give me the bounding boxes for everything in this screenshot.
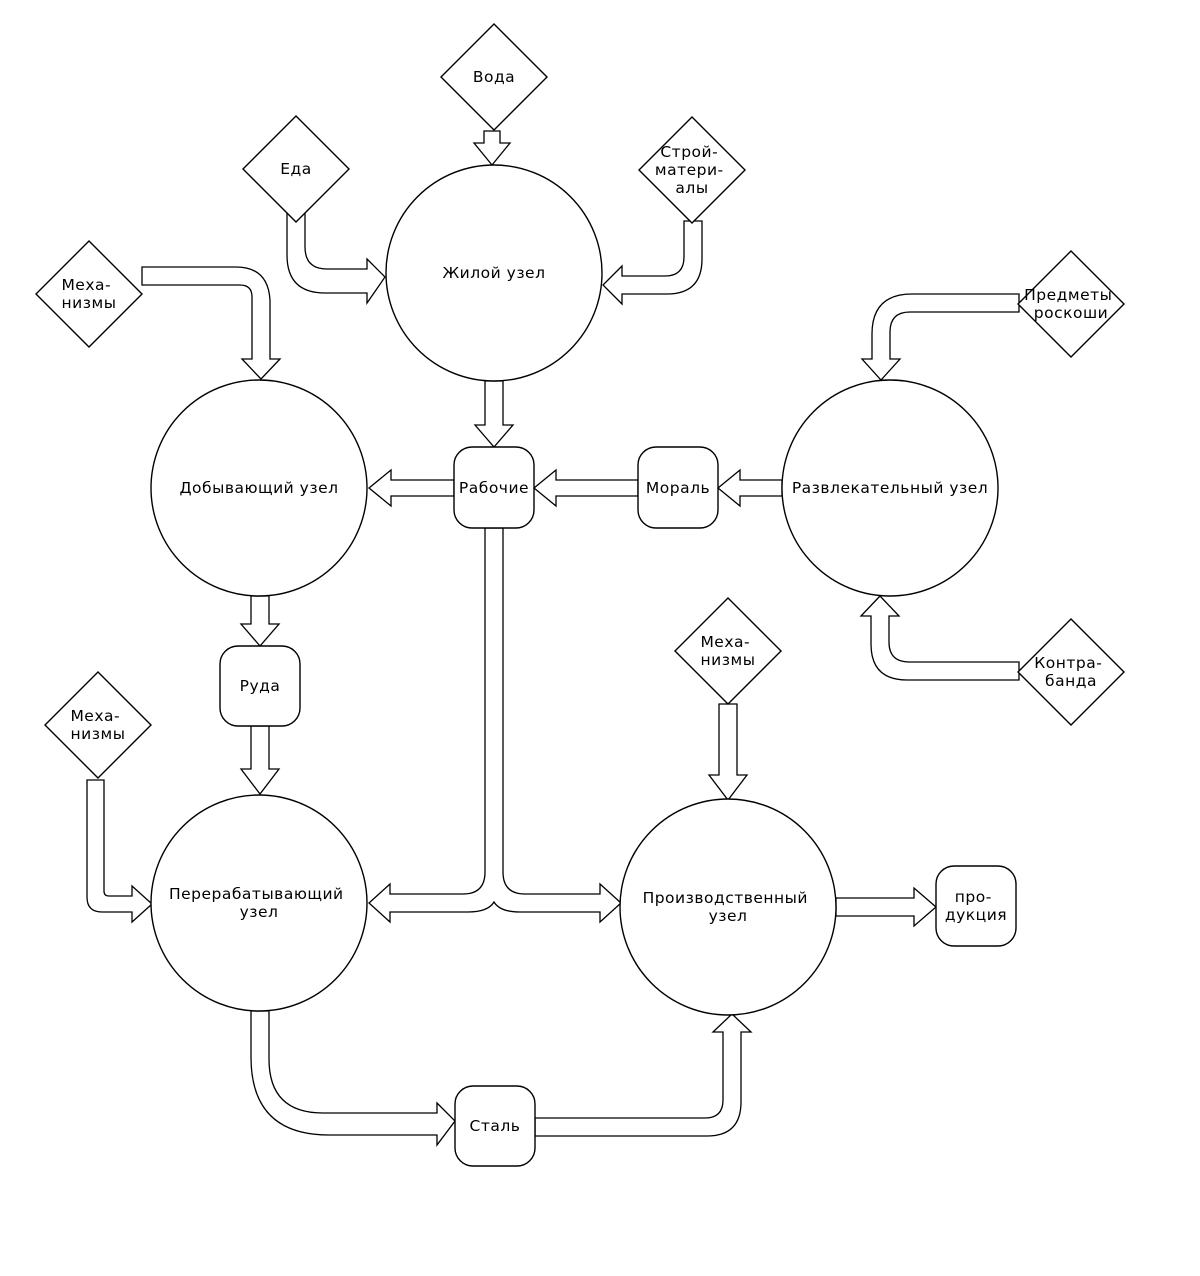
input-contraband-label: Контра- банда [1034, 654, 1108, 690]
input-water: Вода [440, 23, 548, 131]
input-mechanisms-processing-label: Меха- низмы [70, 707, 125, 743]
input-food-label: Еда [280, 160, 312, 178]
input-luxury-goods: Предметы роскоши [1017, 250, 1125, 358]
input-mechanisms-processing: Меха- низмы [44, 671, 152, 779]
node-residential: Жилой узел [385, 164, 603, 382]
arrow-contraband-to-entertainment [859, 595, 1020, 681]
resource-ore: Руда [219, 645, 301, 727]
node-mining-label: Добывающий узел [179, 479, 338, 497]
arrow-steel-to-production [534, 1013, 753, 1137]
arrow-residential-to-workers [473, 380, 515, 448]
arrow-water-to-residential [472, 130, 512, 167]
arrow-production-to-products [835, 886, 937, 928]
node-residential-label: Жилой узел [442, 264, 545, 282]
resource-steel: Сталь [454, 1085, 536, 1167]
arrow-mechanisms-to-processing [86, 779, 153, 924]
node-production-label: Производственный узел [643, 889, 814, 925]
node-production: Производственный узел [619, 798, 837, 1016]
arrow-building-materials-to-residential [602, 220, 703, 306]
resource-products: про- дукция [935, 865, 1017, 947]
resource-products-label: про- дукция [945, 888, 1007, 924]
arrow-workers-to-mining [367, 468, 455, 508]
arrow-processing-to-steel [250, 1010, 456, 1147]
input-building-materials-label: Строй- матери- алы [655, 143, 729, 197]
arrow-workers-split [368, 527, 622, 924]
resource-workers: Рабочие [453, 446, 535, 529]
resource-morale: Мораль [637, 446, 719, 529]
node-processing-label: Перерабатывающий узел [169, 885, 349, 921]
resource-morale-label: Мораль [646, 479, 710, 497]
input-mechanisms-mining: Меха- низмы [35, 240, 143, 348]
arrows [86, 130, 1020, 1147]
arrow-ore-to-processing [239, 725, 281, 796]
input-contraband: Контра- банда [1017, 618, 1125, 726]
node-processing: Перерабатывающий узел [150, 794, 368, 1012]
input-luxury-goods-label: Предметы роскоши [1024, 286, 1118, 322]
input-building-materials: Строй- матери- алы [638, 116, 746, 224]
input-water-label: Вода [473, 68, 515, 86]
arrow-morale-to-workers [532, 468, 639, 508]
arrow-food-to-residential [286, 212, 386, 306]
arrow-entertainment-to-morale [716, 468, 783, 508]
arrow-mining-to-ore [239, 595, 281, 647]
input-mechanisms-production-label: Меха- низмы [700, 633, 755, 669]
resource-ore-label: Руда [240, 677, 281, 695]
input-mechanisms-production: Меха- низмы [674, 597, 782, 705]
node-entertainment-label: Развлекательный узел [792, 479, 988, 497]
resource-steel-label: Сталь [470, 1117, 521, 1135]
arrow-mechanisms-to-production [707, 703, 749, 802]
input-food: Еда [242, 115, 350, 223]
node-entertainment: Развлекательный узел [781, 379, 999, 597]
arrow-luxury-to-entertainment [860, 293, 1020, 381]
arrow-mechanisms-to-mining [141, 266, 282, 380]
node-mining: Добывающий узел [150, 379, 368, 597]
resource-workers-label: Рабочие [459, 479, 529, 497]
input-mechanisms-mining-label: Меха- низмы [61, 276, 116, 312]
